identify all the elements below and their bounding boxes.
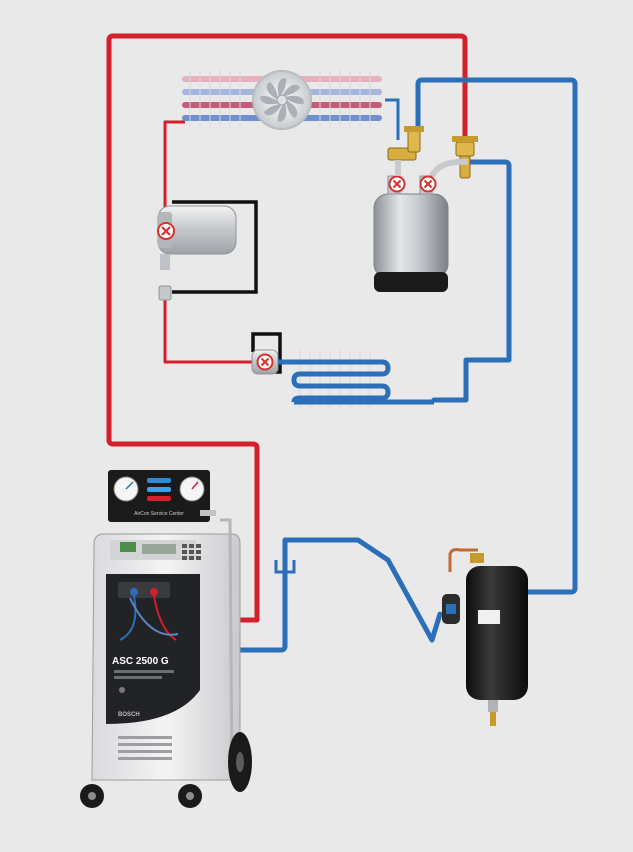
- cylinder-valve-mark-right-icon: [419, 175, 437, 193]
- keypad: [182, 544, 201, 560]
- service-coupler-icon: [274, 560, 296, 574]
- front-wheel-left-icon: [80, 784, 104, 808]
- blue-service-line: [137, 537, 443, 653]
- expansion-valve-mark-icon: [256, 353, 274, 371]
- service-hoses: [119, 595, 179, 641]
- compressor-icon: [157, 205, 237, 301]
- panel-text: AirCon Service Center: [134, 511, 184, 517]
- service-station-icon: AirCon Service Center ASC 2500 G BOSCH: [80, 470, 252, 808]
- front-wheel-right-icon: [178, 784, 202, 808]
- low-pressure-lines: [137, 77, 578, 653]
- blue-tank-to-evaporator: [431, 159, 512, 403]
- vent-grille: [118, 736, 172, 760]
- high-pressure-thin-lines: [163, 120, 253, 364]
- high-pressure-gauge-icon: [179, 476, 205, 502]
- expansion-valve-icon: [251, 349, 279, 375]
- blue-right-loop: [415, 77, 578, 595]
- machine-brand: BOSCH: [118, 712, 140, 718]
- condenser-fan-icon: [252, 70, 312, 130]
- compressor-valve-mark-icon: [157, 222, 175, 240]
- low-pressure-gauge-icon: [113, 476, 139, 502]
- high-pressure-lines: [106, 33, 468, 623]
- service-valve-low-icon: [387, 126, 424, 176]
- red-compressor-to-valve: [163, 300, 253, 364]
- tank-icon: [442, 548, 528, 726]
- cylinder-valve-mark-left-icon: [388, 175, 406, 193]
- blue-condenser-outlet: [385, 98, 400, 140]
- condenser: [182, 70, 382, 130]
- red-outer-loop: [106, 33, 468, 623]
- evaporator-icon: [278, 350, 434, 408]
- cylinder-icon: [373, 175, 449, 292]
- red-compressor-to-condenser: [163, 120, 185, 210]
- rear-wheel-icon: [228, 732, 252, 792]
- low-pressure-thin-lines: [385, 98, 400, 140]
- machine-model: ASC 2500 G: [112, 656, 169, 667]
- service-valve-high-icon: [429, 136, 478, 179]
